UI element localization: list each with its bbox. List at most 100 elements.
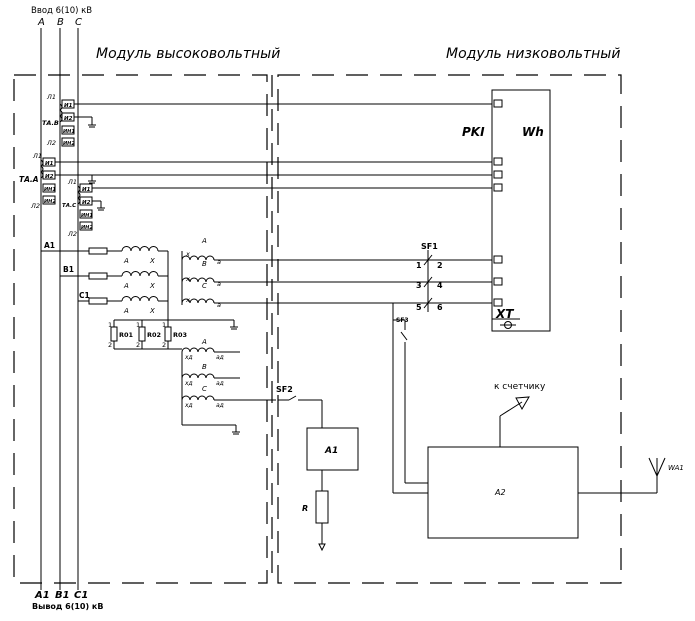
svg-text:X: X [149, 257, 155, 265]
current-transformer-tac: Л1 И1 И2 ИН1 ИН2 ТА.С Л2 [62, 178, 492, 238]
svg-text:2: 2 [108, 341, 112, 349]
bus-label-c1: C1 [79, 291, 90, 300]
current-transformer-tab: Л1 И1 И2 ИН1 ИН2 ТА.В Л2 [42, 93, 492, 147]
svg-text:И2: И2 [82, 200, 91, 206]
resistor-r-label: R [302, 504, 308, 513]
meter-link-note: к счетчику [494, 382, 546, 392]
breaker-sf3: SF3 [392, 303, 428, 494]
svg-text:Л1: Л1 [32, 152, 42, 160]
svg-text:Л1: Л1 [46, 93, 56, 101]
svg-text:C: C [202, 385, 207, 393]
sf2-label: SF2 [276, 385, 293, 394]
svg-text:X: X [149, 282, 155, 290]
svg-text:4: 4 [437, 281, 443, 290]
svg-text:1: 1 [162, 321, 166, 329]
block-a2: A2 к счетчику [427, 382, 579, 539]
svg-text:ТА.В: ТА.В [42, 119, 59, 127]
module-low-title: Модуль низковольтный [446, 46, 620, 62]
svg-text:R03: R03 [173, 331, 187, 339]
svg-text:2: 2 [136, 341, 140, 349]
antenna-wa1: WA1 [578, 457, 684, 494]
output-label-a1: A1 [34, 590, 50, 601]
svg-text:ад: ад [216, 354, 224, 361]
svg-text:x: x [185, 296, 190, 304]
vertical-busbars [40, 28, 79, 590]
current-transformer-taa: Л1 И1 И2 ИН1 ИН2 ТА.А Л2 [19, 152, 492, 210]
svg-text:Л2: Л2 [46, 139, 56, 147]
bus-label-b1: B1 [63, 265, 74, 274]
svg-text:A: A [123, 257, 129, 265]
meter-pki-label: PKI [462, 125, 485, 139]
input-caption: Ввод 6(10) кВ [31, 6, 92, 16]
svg-text:x: x [185, 250, 190, 258]
module-boundaries [13, 74, 622, 584]
block-a1: A1 R [302, 427, 359, 552]
svg-text:1: 1 [416, 261, 422, 270]
svg-text:1: 1 [108, 321, 112, 329]
sf1-label: SF1 [421, 242, 438, 251]
phase-label-c: C [75, 17, 82, 28]
svg-text:xд: xд [184, 380, 193, 387]
voltage-transformer-auxiliary: A B C xд ад xд ад xд ад [181, 338, 276, 435]
svg-text:ад: ад [216, 402, 224, 409]
svg-text:2: 2 [162, 341, 166, 349]
svg-text:И1: И1 [82, 187, 91, 193]
electricity-meter: PKI Wh XT [462, 89, 551, 332]
svg-text:ИН1: ИН1 [44, 187, 56, 193]
svg-text:A1: A1 [324, 446, 338, 456]
svg-text:ИН1: ИН1 [81, 213, 93, 219]
svg-text:ИН1: ИН1 [63, 129, 75, 135]
svg-text:И2: И2 [64, 116, 73, 122]
svg-text:A: A [201, 338, 207, 346]
bus-label-a1: A1 [44, 241, 55, 250]
svg-text:R02: R02 [147, 331, 161, 339]
output-caption: Вывод 6(10) кВ [32, 602, 103, 611]
output-label-b1: B1 [55, 590, 70, 601]
resistor-bank: 1 2 1 2 1 2 R01 R02 R03 [108, 319, 238, 350]
ground-ta-a [88, 175, 96, 184]
phase-label-a: A [37, 17, 45, 28]
svg-text:И1: И1 [64, 103, 73, 109]
sf3-label: SF3 [396, 317, 409, 324]
svg-text:x: x [185, 275, 190, 283]
svg-text:ТА.А: ТА.А [19, 175, 39, 184]
svg-text:WA1: WA1 [668, 464, 684, 472]
svg-text:A: A [123, 282, 129, 290]
svg-text:A: A [201, 237, 207, 245]
svg-text:B: B [202, 260, 207, 268]
svg-text:A: A [123, 307, 129, 315]
output-label-c1: C1 [74, 590, 88, 601]
svg-text:ИН2: ИН2 [81, 225, 93, 231]
svg-text:Л1: Л1 [67, 178, 77, 186]
svg-text:И1: И1 [45, 161, 54, 167]
svg-text:R01: R01 [119, 331, 134, 339]
svg-text:ТА.С: ТА.С [62, 203, 76, 209]
svg-text:a: a [217, 280, 221, 288]
svg-text:a: a [217, 258, 221, 266]
svg-text:C: C [202, 282, 207, 290]
svg-text:X: X [149, 307, 155, 315]
svg-text:1: 1 [136, 321, 140, 329]
svg-text:3: 3 [416, 281, 422, 290]
svg-text:ИН2: ИН2 [63, 141, 75, 147]
breaker-sf1: SF1 1 2 3 4 5 6 [416, 242, 492, 312]
voltage-transformer-primary: A1 B1 C1 A X A X A X [41, 241, 169, 320]
meter-wh-label: Wh [522, 125, 544, 139]
svg-text:A2: A2 [494, 488, 506, 497]
svg-text:5: 5 [416, 303, 422, 312]
svg-text:B: B [202, 363, 207, 371]
svg-text:ИН2: ИН2 [44, 199, 56, 205]
svg-text:a: a [217, 301, 221, 309]
svg-text:xд: xд [184, 402, 193, 409]
svg-text:Л2: Л2 [30, 202, 40, 210]
module-high-title: Модуль высоковольтный [96, 46, 280, 62]
meter-xt-label: XT [495, 307, 514, 321]
svg-text:Л2: Л2 [67, 230, 77, 238]
svg-text:6: 6 [437, 303, 443, 312]
phase-label-b: B [57, 17, 64, 28]
voltage-transformer-secondary: A B C x a x a x a [181, 237, 428, 309]
svg-text:2: 2 [437, 261, 443, 270]
breaker-sf2: SF2 [276, 385, 323, 428]
svg-text:И2: И2 [45, 174, 54, 180]
